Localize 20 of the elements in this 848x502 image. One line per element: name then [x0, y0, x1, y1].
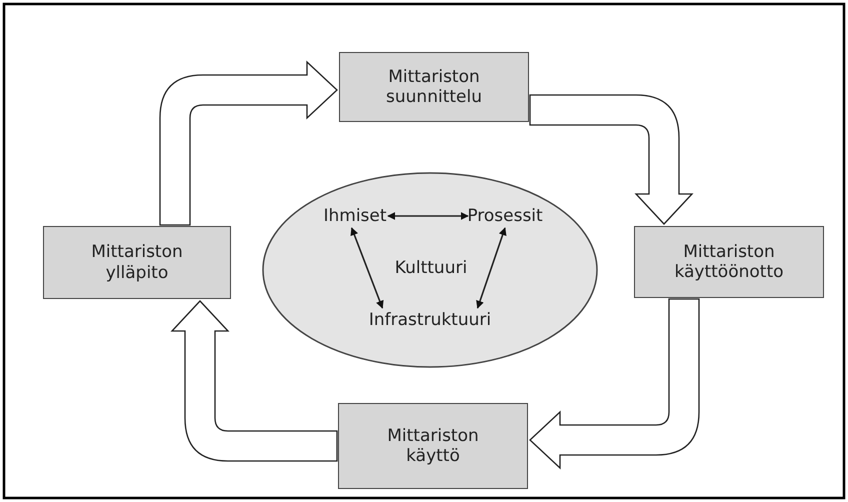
ellipse	[262, 172, 598, 368]
box-label: Mittariston käyttöönotto	[673, 242, 785, 282]
node-label: Prosessit	[467, 206, 543, 226]
node-label: Kulttuuri	[394, 258, 468, 278]
process-box	[339, 52, 529, 122]
block-arrow	[529, 94, 693, 225]
double-arrow	[350, 227, 384, 309]
box-label: Mittariston ylläpito	[90, 242, 184, 283]
process-box	[43, 226, 231, 299]
process-box	[634, 226, 824, 298]
process-box	[338, 403, 528, 489]
block-arrow	[171, 300, 338, 462]
box-label: Mittariston suunnittelu	[385, 66, 483, 108]
block-arrow	[529, 298, 700, 469]
node-label: Infrastruktuuri	[368, 310, 492, 330]
double-arrow	[387, 212, 469, 220]
box-label: Mittariston käyttö	[386, 426, 480, 466]
block-arrow	[159, 61, 338, 226]
double-arrow	[476, 227, 506, 309]
node-label: Ihmiset	[323, 206, 387, 226]
